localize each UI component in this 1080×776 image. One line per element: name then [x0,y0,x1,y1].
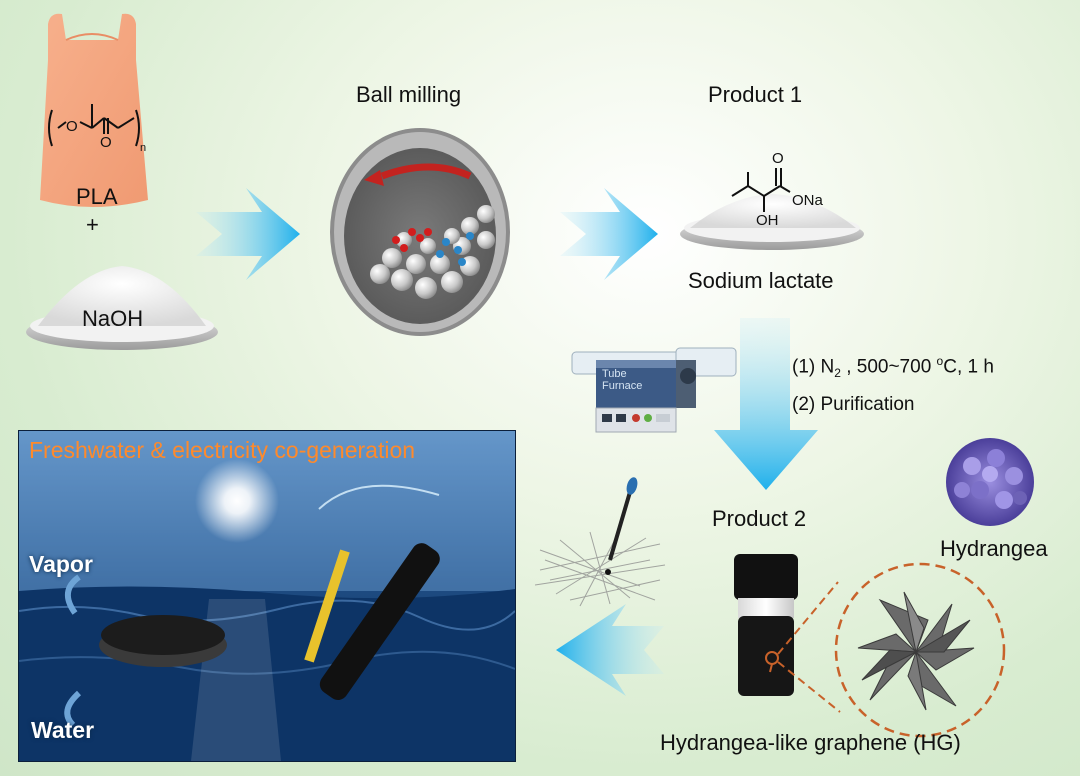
banner-water: Water [31,717,95,743]
pla-repeat-n: n [140,142,147,154]
graphene-mesh-icon [534,529,666,607]
lactate-carbonyl-oxygen: O [772,150,784,167]
ball-mill-jar-icon [330,128,510,336]
hydrangea-photo [946,438,1034,526]
label-naoh: NaOH [82,306,144,331]
label-pla: PLA [76,184,118,209]
lactate-oh: OH [756,212,779,229]
lactate-ona: ONa [792,192,823,209]
step-product2: Product 2 [712,506,807,531]
banner-vapor: Vapor [29,551,93,577]
pla-ring-oxygen: O [66,118,78,135]
hg-flower-icon [857,591,975,711]
tube-furnace-icon [571,347,737,433]
arrow-to-ball-mill [196,188,300,280]
zoom-circle [777,562,1006,738]
label-hydrangea: Hydrangea [940,536,1048,561]
dropper-icon [605,477,638,575]
pla-structure [48,104,140,147]
label-hg: Hydrangea-like graphene (HG) [660,730,961,755]
pla-bag-icon [40,13,148,208]
hg-vial-icon [734,554,798,696]
sodium-lactate-dish-icon [680,194,864,250]
condition-2: (2) Purification [792,394,915,415]
banner-title: Freshwater & electricity co-generation [29,437,416,463]
banner-graphics [19,431,515,761]
application-banner: Freshwater & electricity co-generation V… [18,430,516,762]
lactate-structure [731,168,791,212]
step-ball-milling: Ball milling [356,82,462,107]
label-sodium-lactate: Sodium lactate [688,268,834,293]
step-product1: Product 1 [708,82,803,107]
arrow-to-product2 [714,318,818,490]
arrow-to-application [556,604,664,696]
furnace-label: Tube Furnace [602,368,643,392]
condition-1: (1) N2 , 500~700 oC, 1 h [792,354,994,381]
label-plus: + [86,212,99,237]
arrow-to-product1 [560,188,658,280]
pla-carbonyl-oxygen: O [100,134,112,151]
naoh-dish-icon [26,266,218,350]
